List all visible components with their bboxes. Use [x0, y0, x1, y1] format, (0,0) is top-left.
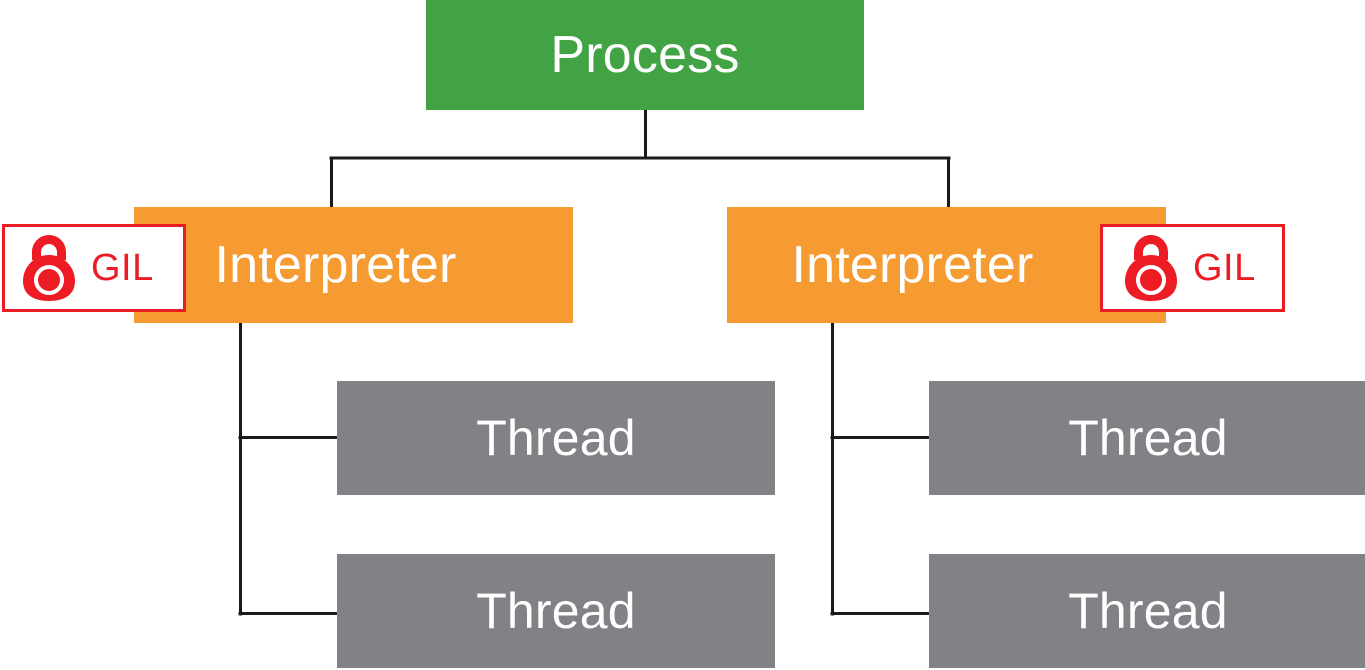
thread-node-1[interactable]: Thread — [337, 381, 775, 495]
gil-badge-left[interactable]: GIL — [2, 224, 186, 312]
process-node[interactable]: Process — [426, 0, 864, 110]
thread-node-2[interactable]: Thread — [337, 554, 775, 668]
interpreter-node-1[interactable]: Interpreter — [134, 207, 573, 323]
interpreter-node-2[interactable]: Interpreter — [727, 207, 1166, 323]
thread-node-3[interactable]: Thread — [929, 381, 1365, 495]
gil-badge-right[interactable]: GIL — [1100, 224, 1285, 312]
gil-label: GIL — [91, 247, 154, 289]
lock-icon — [1125, 235, 1177, 301]
thread-node-4[interactable]: Thread — [929, 554, 1365, 668]
process-label: Process — [550, 26, 740, 84]
thread-label: Thread — [476, 583, 636, 639]
thread-label: Thread — [1068, 410, 1228, 466]
lock-icon — [23, 235, 75, 301]
gil-label: GIL — [1193, 247, 1256, 289]
thread-label: Thread — [476, 410, 636, 466]
interpreter-label: Interpreter — [214, 236, 457, 294]
thread-label: Thread — [1068, 583, 1228, 639]
interpreter-label: Interpreter — [791, 236, 1034, 294]
